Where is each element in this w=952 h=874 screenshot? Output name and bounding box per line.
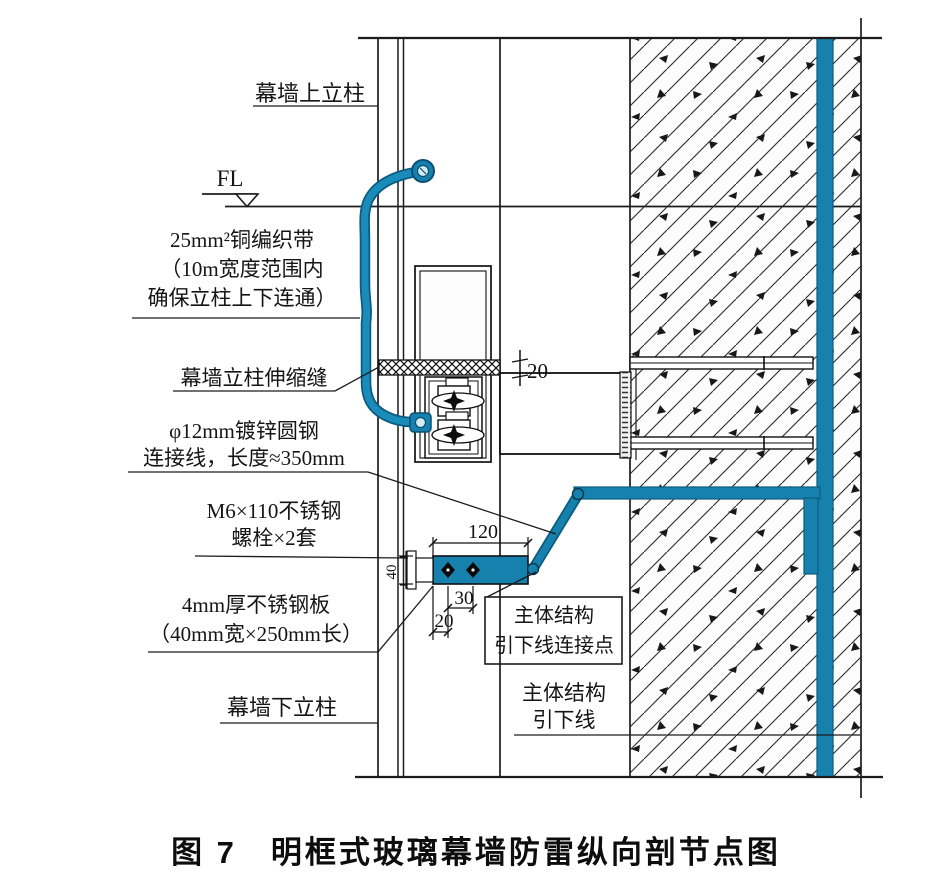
down-conductor-line2: 引下线	[532, 708, 596, 732]
galvanized-rod-label: φ12mm镀锌圆钢 连接线，长度≈350mm	[118, 418, 370, 472]
copper-braid-label: 25mm²铜编织带 （10m宽度范围内 确保立柱上下连通）	[122, 226, 362, 313]
dim-plate-height-text: 40	[384, 565, 400, 580]
galvanized-rod-line1: φ12mm镀锌圆钢	[169, 419, 319, 443]
connection-point-box	[484, 596, 623, 665]
anchor-rods	[629, 356, 814, 450]
connection-point-label: 主体结构 引下线连接点	[487, 601, 621, 661]
steel-plate-line2: （40mm宽×250mm长）	[149, 622, 363, 646]
lower-mullion-label: 幕墙下立柱	[226, 695, 337, 720]
connecting-rod	[526, 486, 821, 576]
steel-plate-line1: 4mm厚不锈钢板	[181, 593, 331, 617]
dimension-bolt-spacing: 30	[443, 586, 478, 638]
galvanized-rod-line2: 连接线，长度≈350mm	[143, 446, 345, 470]
floor-level-label: FL	[216, 166, 244, 191]
steel-plate-label: 4mm厚不锈钢板 （40mm宽×250mm长）	[132, 591, 380, 649]
expansion-joint-label: 幕墙立柱伸缩缝	[180, 366, 328, 390]
copper-braid-line3: 确保立柱上下连通）	[147, 286, 337, 310]
expansion-joint-band	[378, 359, 501, 376]
bolts-line2: 螺栓×2套	[231, 526, 317, 550]
dim-bolt-spacing-text: 30	[455, 588, 474, 609]
bolt-unit-upper	[431, 377, 485, 417]
down-conductor-label: 主体结构 引下线	[506, 680, 622, 734]
copper-braid-line1: 25mm²铜编织带	[170, 228, 314, 252]
floor-level-symbol	[202, 193, 260, 208]
wall-bracket	[499, 371, 632, 459]
boundary-lines	[355, 36, 883, 779]
down-conductor-line1: 主体结构	[522, 681, 606, 705]
copper-braid-line2: （10m宽度范围内	[160, 257, 324, 281]
dimension-bolt-edge: 20	[428, 586, 454, 640]
connection-plate	[432, 555, 529, 585]
figure-title: 图 7 明框式玻璃幕墙防雷纵向剖节点图	[171, 835, 781, 870]
connection-point-line1: 主体结构	[514, 605, 594, 627]
bolts-line1: M6×110不锈钢	[206, 499, 342, 523]
upper-mullion-label: 幕墙上立柱	[254, 81, 365, 106]
dim-joint-gap-text: 20	[527, 359, 548, 383]
plate-fixing	[400, 550, 434, 590]
connection-point-line2: 引下线连接点	[494, 635, 614, 657]
dim-bolt-edge-text: 20	[435, 611, 454, 632]
dim-plate-length-text: 120	[468, 521, 498, 543]
dimension-plate-length: 120	[428, 521, 533, 556]
bolt-unit-lower	[431, 411, 485, 451]
copper-braid-strap	[359, 159, 435, 433]
down-conductor-bar	[816, 37, 834, 778]
leader-lines	[128, 105, 860, 736]
dimension-joint-gap: 20	[511, 350, 548, 386]
dimension-plate-height: 40	[384, 551, 413, 589]
bolts-label: M6×110不锈钢 螺栓×2套	[168, 498, 380, 552]
